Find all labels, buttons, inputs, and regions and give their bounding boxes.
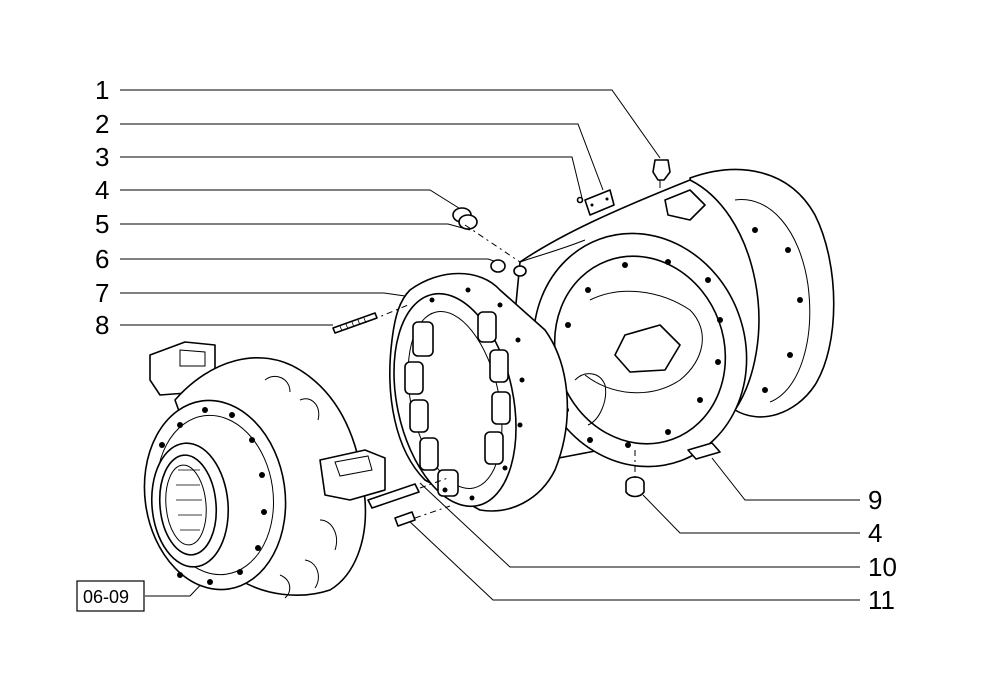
callout-1: 1 [95,75,109,105]
breather-part-1 [652,159,671,188]
callout-4-right: 4 [868,518,882,548]
callout-numbers-left: 1 2 3 4 5 6 7 8 [95,75,109,340]
callout-2: 2 [95,109,109,139]
callout-7: 7 [95,278,109,308]
ring-gear-holes [429,287,525,501]
leader-9 [711,457,860,501]
leader-1 [120,89,661,159]
callout-4: 4 [95,175,109,205]
callout-numbers-right: 9 4 10 11 [868,485,897,615]
pin-part-11 [394,511,416,527]
leader-4b [642,494,860,534]
leader-2 [120,123,604,191]
washer-part-6 [513,265,527,277]
plug-part-4-top [452,207,478,230]
ring-gear [389,272,569,512]
wheel-hub [143,341,386,599]
reference-box[interactable]: 06-09 [76,580,145,612]
callout-5: 5 [95,209,109,239]
callout-11: 11 [868,585,895,615]
pad-part-9 [687,442,721,460]
plug-part-4-bottom [625,476,645,498]
rivet-part-3 [576,196,584,204]
leader-7 [120,292,406,297]
callout-9: 9 [868,485,882,515]
leader-5 [120,223,471,231]
callout-3: 3 [95,142,109,172]
plate-part-2 [584,189,615,216]
axle-housing [499,168,835,471]
callout-10: 10 [868,552,897,582]
washer-part-5 [490,259,506,273]
leader-lines-left [120,89,661,326]
stud-part-8 [332,312,378,334]
pin-part-10 [367,483,420,509]
leader-3 [120,156,583,199]
leader-11 [407,519,860,601]
callout-6: 6 [95,244,109,274]
leader-6 [120,258,498,263]
assembly-axis-lines [371,224,636,519]
callout-8: 8 [95,310,109,340]
leader-10 [419,482,860,568]
hub-bolt-holes [159,407,267,585]
ring-gear-teeth [404,311,511,497]
reference-box-label: 06-09 [83,587,129,607]
leader-4 [120,189,463,211]
